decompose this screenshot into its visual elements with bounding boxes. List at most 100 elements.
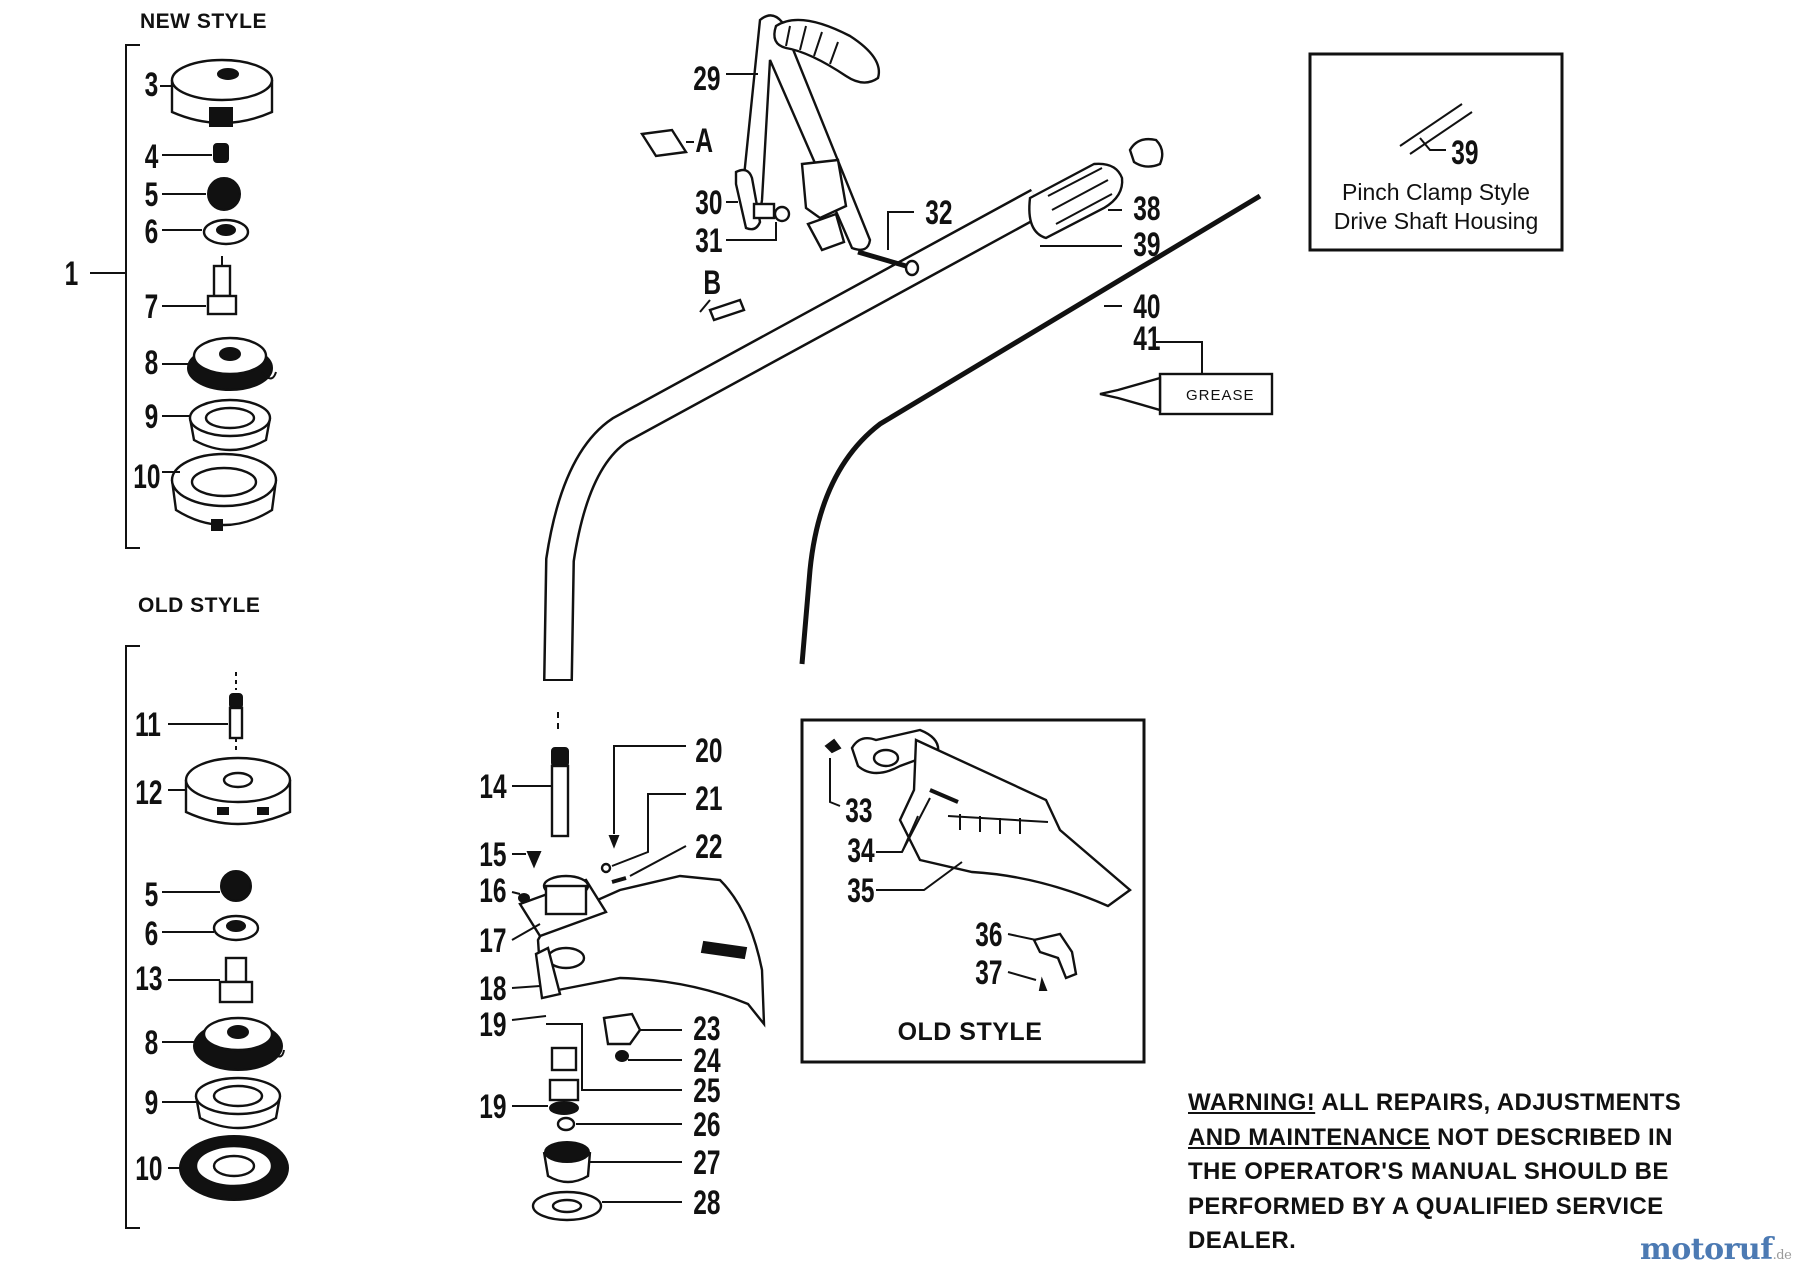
callout-41: 41: [1133, 320, 1160, 358]
part-8-spool-old: [193, 1016, 285, 1071]
callout-11: 11: [135, 706, 161, 744]
callout-9: 9: [145, 398, 159, 436]
callout-29: 29: [693, 60, 720, 98]
callout-6-old: 6: [145, 915, 159, 953]
part-15-screw: [526, 851, 542, 869]
callout-8-old: 8: [145, 1024, 159, 1062]
part-10-housing: [170, 452, 278, 531]
callout-25: 25: [693, 1072, 720, 1110]
part-7-bolt: [206, 256, 238, 316]
part-17-guard: [518, 874, 766, 1028]
warning-line4: PERFORMED BY A QUALIFIED SERVICE: [1188, 1192, 1664, 1220]
part-9-hub: [188, 398, 272, 452]
callout-21: 21: [695, 780, 722, 818]
callout-19: 19: [479, 1006, 506, 1044]
old-style-bracket: [125, 645, 140, 1229]
old-style-guard-inset: [800, 718, 1146, 1064]
part-10-housing-old: [179, 1135, 289, 1201]
part-24-nut: [615, 1050, 629, 1062]
callout-35: 35: [847, 872, 874, 910]
part-40-drive-cable: [799, 193, 1262, 665]
callout-23: 23: [693, 1010, 720, 1048]
part-36-bracket: [1032, 932, 1078, 980]
callout-19b: 19: [479, 1088, 506, 1126]
part-B-pin: [708, 298, 746, 322]
new-style-bracket: [125, 44, 140, 549]
callout-20: 20: [695, 732, 722, 770]
part-28-washer: [531, 1190, 603, 1222]
drive-shaft-housing: [543, 188, 1046, 681]
callout-5: 5: [145, 176, 159, 214]
watermark: motoruf.de: [1640, 1232, 1792, 1267]
part-37-screw: [1038, 976, 1048, 991]
callout-36: 36: [975, 916, 1002, 954]
callout-28: 28: [693, 1184, 720, 1222]
callout-31: 31: [695, 222, 722, 260]
part-11-bolt: [228, 672, 244, 752]
part-41-grease-tube: [1099, 372, 1274, 416]
callout-17: 17: [479, 922, 506, 960]
callout-39-inset: 39: [1451, 134, 1478, 172]
part-23-bracket: [602, 1012, 642, 1046]
part-29-handle: [740, 14, 881, 252]
part-27-adapter: [542, 1141, 592, 1184]
callout-7: 7: [145, 288, 159, 326]
callout-22: 22: [695, 828, 722, 866]
part-13-bolt: [218, 956, 254, 1004]
callout-15: 15: [479, 836, 506, 874]
part-26-washer: [556, 1116, 576, 1132]
callout-40: 40: [1133, 288, 1160, 326]
pinch-clamp-inset: [1308, 52, 1564, 252]
part-21-washer: [600, 862, 612, 874]
part-30-knob: [734, 168, 791, 231]
callout-34: 34: [847, 832, 875, 870]
callout-24: 24: [693, 1042, 721, 1080]
pinch-clamp-title-line1: Pinch Clamp Style: [1342, 179, 1530, 205]
callout-18: 18: [479, 970, 506, 1008]
callout-6: 6: [145, 213, 159, 251]
part-14-arbor: [550, 747, 570, 838]
callout-38: 38: [1133, 190, 1160, 228]
part-12-cap: [184, 756, 292, 826]
callout-8: 8: [145, 344, 159, 382]
part-22-screw: [611, 876, 627, 884]
old-style-inset-label: OLD STYLE: [898, 1018, 1043, 1046]
callout-3: 3: [145, 66, 159, 104]
part-A-decal: [639, 128, 689, 158]
callout-30: 30: [695, 184, 722, 222]
callout-27: 27: [693, 1144, 720, 1182]
callout-A: A: [695, 122, 713, 160]
callout-16: 16: [479, 872, 506, 910]
part-4-nut: [213, 143, 229, 163]
warning-line3: THE OPERATOR'S MANUAL SHOULD BE: [1188, 1158, 1669, 1185]
callout-33: 33: [845, 792, 872, 830]
part-5-spring-old: [220, 870, 252, 902]
warning-notice: WARNING! ALL REPAIRS, ADJUSTMENTS AND MA…: [1188, 1086, 1788, 1259]
callout-32: 32: [925, 194, 952, 232]
part-5-spring: [207, 177, 241, 211]
part-16-washer: [518, 893, 530, 903]
watermark-brand: motoruf: [1640, 1232, 1773, 1267]
part-3-cap: [170, 58, 274, 127]
callout-14: 14: [479, 768, 507, 806]
warning-line2-underlined: AND MAINTENANCE: [1188, 1123, 1430, 1151]
callout-26: 26: [693, 1106, 720, 1144]
new-style-heading: NEW STYLE: [140, 10, 267, 33]
part-6-retainer: [202, 218, 250, 246]
pinch-clamp-title-line2: Drive Shaft Housing: [1334, 208, 1539, 234]
callout-1: 1: [65, 255, 79, 293]
part-20-screw: [608, 835, 620, 849]
part-6-retainer-old: [212, 914, 260, 942]
warning-line1: ALL REPAIRS, ADJUSTMENTS: [1315, 1089, 1682, 1116]
part-38-grip: [1028, 137, 1164, 240]
old-style-heading: OLD STYLE: [138, 594, 260, 617]
callout-9-old: 9: [145, 1084, 159, 1122]
grease-label: GREASE: [1186, 387, 1255, 404]
callout-10: 10: [133, 458, 160, 496]
part-32-bolt: [857, 249, 920, 277]
part-8-spool: [187, 336, 277, 391]
callout-5-old: 5: [145, 876, 159, 914]
part-9-hub-old: [194, 1076, 282, 1130]
part-25-bearing: [548, 1046, 580, 1102]
